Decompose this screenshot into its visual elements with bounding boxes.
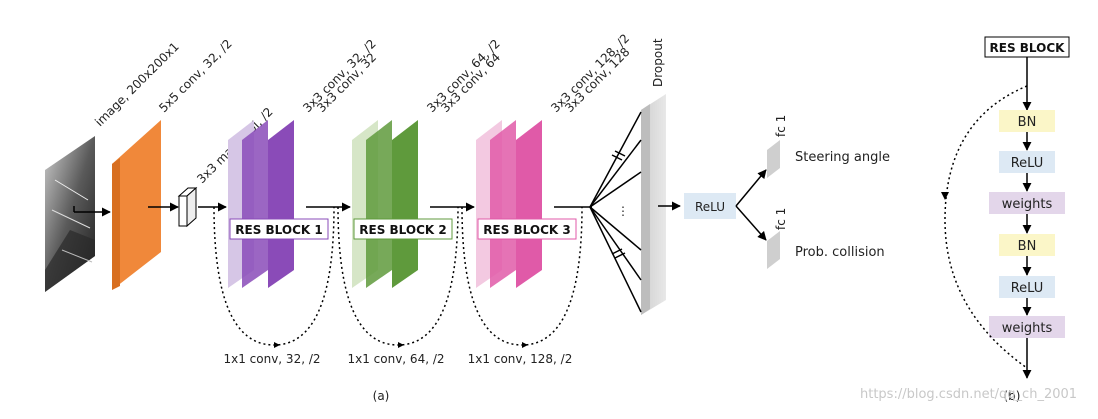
detail-layer-1-label: BN (1018, 115, 1037, 130)
relu-box (684, 193, 736, 219)
res-block-3-label-box (477, 218, 577, 240)
detail-layer-5-box (999, 276, 1055, 298)
res-block-3-conv-top-label: 3x3 conv, 128, /2 (548, 31, 632, 115)
watermark: https://blog.csdn.net/qq_ch_2001 (860, 387, 1077, 402)
res-block-3-slab-3 (516, 120, 542, 288)
res-block-1-skip-label: 1x1 conv, 32, /2 (223, 352, 320, 366)
res-block-1-slab-2 (242, 120, 268, 288)
res-block-1-label: RES BLOCK 1 (235, 223, 322, 237)
detail-title: RES BLOCK (990, 41, 1066, 55)
detail-layer-4-box (999, 234, 1055, 256)
res-block-3-skip-arrowhead (522, 342, 528, 348)
res-block-1-conv-top-label: 3x3 conv, 32, /2 (300, 37, 379, 116)
max-pool-box (177, 186, 198, 228)
detail-layer-4-label: BN (1018, 239, 1037, 254)
detail-skip-arrowhead (941, 192, 949, 200)
res-block-2-slab-2 (366, 120, 392, 288)
res-block-1-skip-arrowhead (274, 342, 280, 348)
input-image (45, 136, 95, 292)
fc-top-box (767, 140, 780, 178)
res-block-2-conv-top-label: 3x3 conv, 64, /2 (424, 37, 503, 116)
detail-layer-1-box (999, 110, 1055, 132)
res-block-2-skip-label: 1x1 conv, 64, /2 (347, 352, 444, 366)
res-block-3-skip-label: 1x1 conv, 128, /2 (468, 352, 573, 366)
detail-layer-6-box (989, 316, 1065, 338)
detail-layer-5-label: ReLU (1011, 281, 1044, 296)
detail-layer-2-box (999, 151, 1055, 173)
res-block-2-label-box (353, 218, 453, 240)
res-block-1-slab-3 (268, 120, 294, 288)
caption-a: (a) (373, 389, 390, 403)
relu-to-fc-bottom-arrow (735, 205, 767, 241)
res-block-3-slab-2 (490, 120, 516, 288)
fc-bottom-label: fc 1 (774, 208, 788, 230)
caption-b: (b) (1004, 389, 1021, 403)
relu-to-fc-top-arrow (735, 169, 767, 207)
detail-layer-3-box (989, 192, 1065, 214)
detail-layer-3-label: weights (1002, 197, 1053, 212)
res-block-2-skip-arrowhead (398, 342, 404, 348)
input-label: image, 200x200x1 (92, 40, 182, 130)
dropout-ellipsis: ⋮ (617, 204, 629, 218)
relu-label: ReLU (695, 200, 725, 214)
output-bottom-label: Prob. collision (795, 245, 885, 260)
res-block-3-label: RES BLOCK 3 (483, 223, 570, 237)
conv-5x5-layer (112, 120, 161, 290)
detail-skip-arc (944, 85, 1028, 369)
dropout-label: Dropout (651, 38, 665, 87)
res-block-2-slab-3 (392, 120, 418, 288)
res-block-2-label: RES BLOCK 2 (359, 223, 446, 237)
res-block-1-label-box (229, 218, 329, 240)
fc-bottom-box (767, 231, 780, 269)
detail-layer-2-label: ReLU (1011, 156, 1044, 171)
dropout-fan-connections (589, 111, 642, 313)
output-top-label: Steering angle (795, 150, 890, 165)
fc-top-label: fc 1 (774, 115, 788, 137)
dropout-layer (641, 94, 666, 315)
detail-layer-6-label: weights (1002, 321, 1053, 336)
